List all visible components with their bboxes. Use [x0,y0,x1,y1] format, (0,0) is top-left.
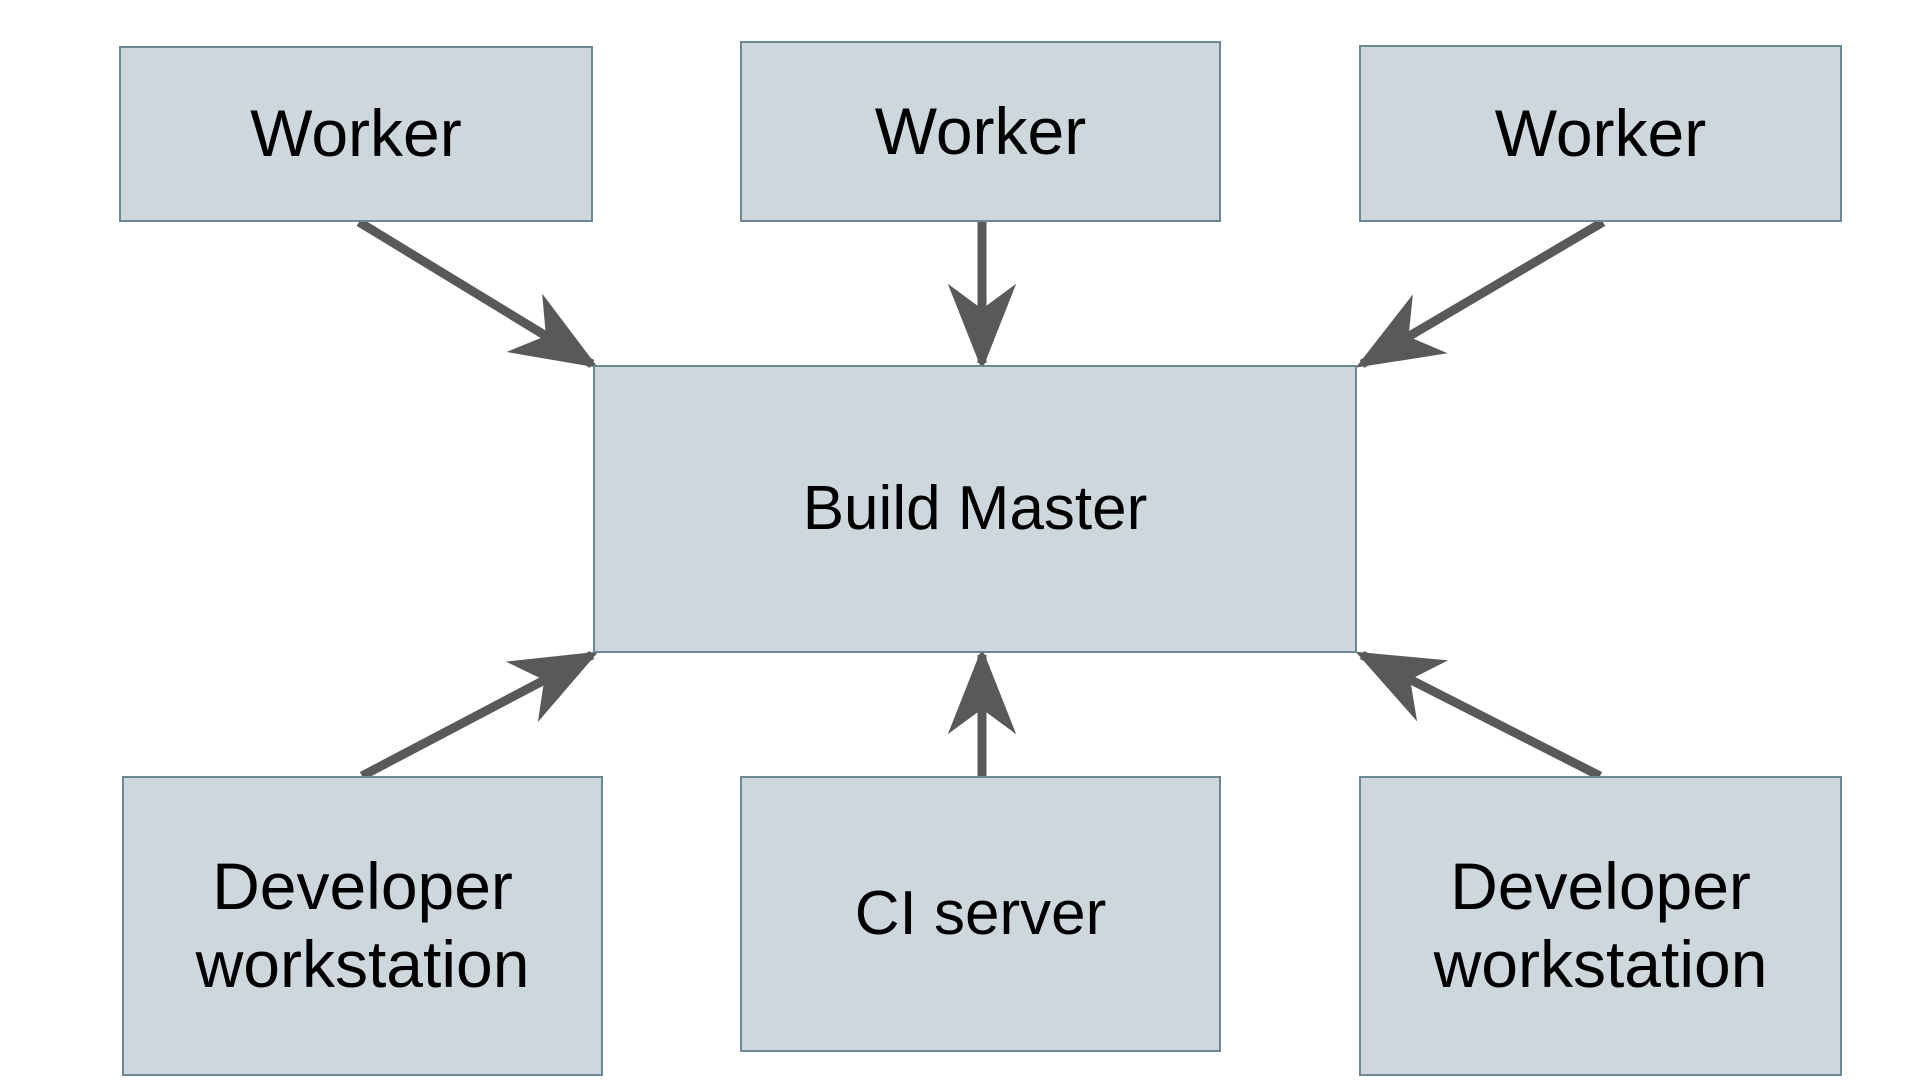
node-worker-2-label: Worker [874,93,1087,168]
node-developer-workstation-right[interactable]: Developer workstation [1359,776,1842,1076]
node-worker-1-label: Worker [250,96,462,171]
edge-dev-right-to-build-master [1355,650,1603,781]
node-ci-server[interactable]: CI server [740,776,1221,1052]
node-developer-workstation-left-label: Developer workstation [195,849,530,1001]
node-build-master-label: Build Master [802,474,1148,544]
node-worker-2[interactable]: Worker [740,41,1221,222]
node-ci-server-label: CI server [854,879,1107,949]
node-worker-3[interactable]: Worker [1359,45,1842,222]
node-worker-1[interactable]: Worker [119,46,593,222]
node-developer-workstation-left[interactable]: Developer workstation [122,776,603,1076]
edge-dev-left-to-build-master [359,651,599,780]
edge-worker-3-to-build-master [1355,218,1606,368]
edge-worker-1-to-build-master [356,218,599,368]
node-build-master[interactable]: Build Master [593,365,1357,653]
node-worker-3-label: Worker [1494,95,1707,170]
node-developer-workstation-right-label: Developer workstation [1433,849,1768,1001]
